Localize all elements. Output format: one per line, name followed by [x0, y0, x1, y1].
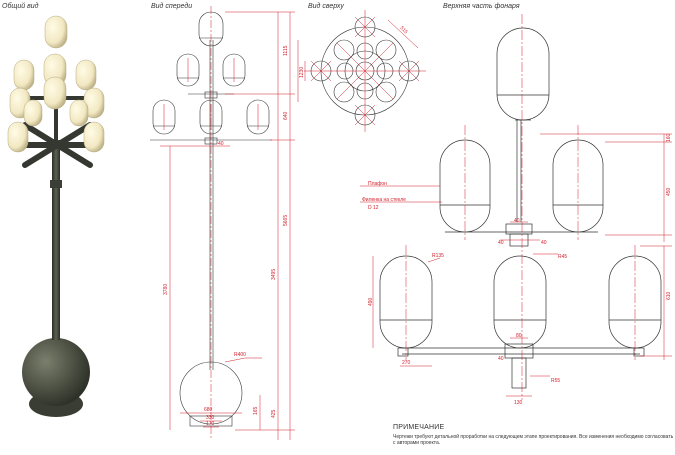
dim-front-r-ball: R400: [234, 352, 246, 358]
dim-front-h3: 5665: [283, 215, 289, 226]
note-block: ПРИМЕЧАНИЕ Чертежи требуют детальной про…: [393, 424, 675, 446]
render-pole: [52, 140, 60, 340]
upper-part-dimensions: [360, 14, 672, 400]
dim-detail-160: 160: [666, 133, 672, 142]
label-plafond: Плафон: [368, 181, 387, 187]
label-d12: D 12: [368, 205, 379, 211]
dim-front-w-top: 40: [218, 141, 224, 147]
dim-front-h6: 425: [271, 409, 277, 418]
dim-front-w-small2: 170: [206, 421, 215, 427]
dim-detail-r135: R135: [432, 253, 444, 259]
dim-detail-130: 130: [514, 400, 523, 406]
render-globes: [7, 15, 105, 153]
dim-front-h5: 3780: [163, 284, 169, 295]
dim-detail-450: 450: [666, 187, 672, 196]
note-text: Чертежи требуют детальной проработки на …: [393, 434, 674, 446]
front-view-dimensions: [160, 6, 295, 440]
dim-detail-610: 610: [666, 291, 672, 300]
dim-front-h2: 640: [283, 111, 289, 120]
top-view-dimensions: [297, 10, 426, 132]
title-front-view: Вид спереди: [151, 3, 193, 10]
render-ball: [22, 338, 90, 406]
label-fillet: Филенка на стекле: [362, 197, 406, 203]
dim-front-h1: 1115: [283, 45, 289, 56]
dim-detail-270: 270: [402, 360, 411, 366]
dim-detail-40a: 40: [514, 218, 520, 224]
note-title: ПРИМЕЧАНИЕ: [393, 424, 445, 431]
title-general-view: Общий вид: [2, 3, 39, 10]
dim-front-w-base: 680: [204, 407, 213, 413]
upper-part-drawing: [379, 27, 662, 389]
dim-detail-80: 80: [516, 333, 522, 339]
dim-front-h4: 3495: [271, 269, 277, 280]
dim-detail-40b: 40: [498, 240, 504, 246]
title-top-view: Вид сверху: [308, 3, 344, 10]
dim-detail-r45: R45: [558, 254, 567, 260]
dim-detail-40d: 40: [541, 240, 547, 246]
dim-top-d1: 1230: [299, 67, 305, 78]
dim-top-d2: 515: [399, 25, 409, 35]
general-view-render: [7, 15, 105, 417]
dim-front-h7: 165: [253, 406, 259, 415]
dim-detail-40c: 40: [498, 356, 504, 362]
title-upper-part: Верхняя часть фонаря: [443, 3, 520, 10]
dim-detail-490: 490: [368, 297, 374, 306]
dim-detail-r55: R55: [551, 378, 560, 384]
dim-front-w-small: 330: [206, 415, 215, 421]
